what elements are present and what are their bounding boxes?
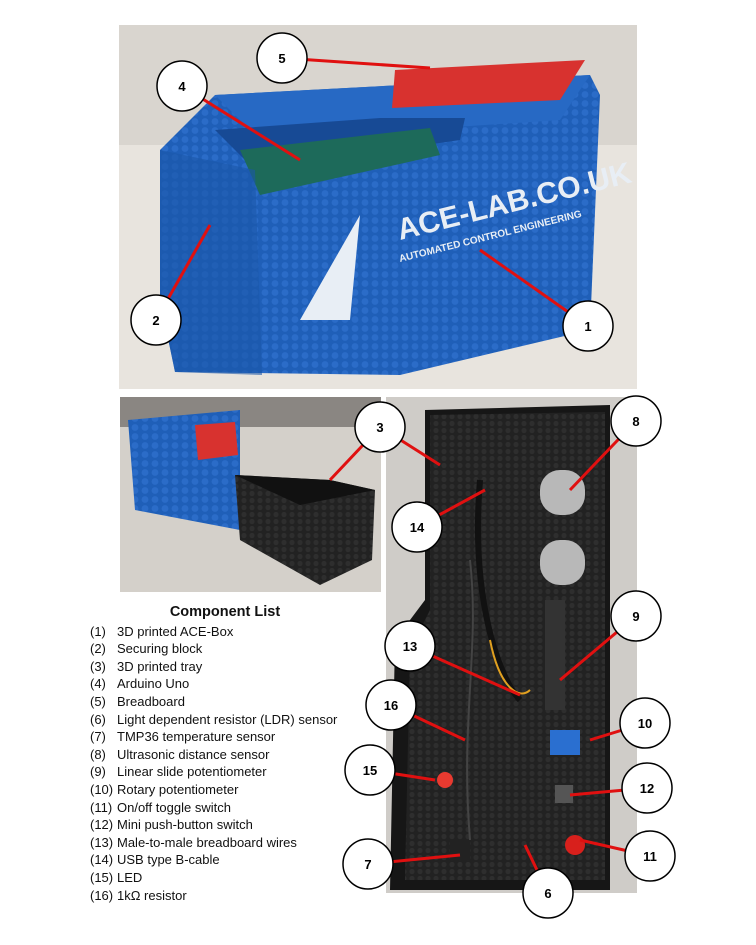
callout-10: 10 bbox=[619, 697, 671, 749]
item-number: (13) bbox=[90, 834, 114, 850]
svg-text:16: 16 bbox=[384, 698, 398, 713]
item-number: (10) bbox=[90, 781, 114, 797]
callout-9: 9 bbox=[610, 590, 662, 642]
list-item: (16)1kΩ resistor bbox=[90, 887, 350, 905]
item-number: (9) bbox=[90, 764, 106, 780]
svg-text:10: 10 bbox=[638, 716, 652, 731]
item-number: (11) bbox=[90, 799, 113, 815]
item-label: On/off toggle switch bbox=[117, 799, 231, 815]
item-number: (1) bbox=[90, 623, 106, 639]
list-item: (11)On/off toggle switch bbox=[90, 799, 350, 817]
list-item: (4) Arduino Uno bbox=[90, 675, 350, 693]
callout-6: 6 bbox=[522, 867, 574, 919]
list-item: (2) Securing block bbox=[90, 640, 350, 658]
svg-text:12: 12 bbox=[640, 781, 654, 796]
item-number: (16) bbox=[90, 887, 114, 903]
callout-5: 5 bbox=[256, 32, 308, 84]
item-label: Light dependent resistor (LDR) sensor bbox=[117, 711, 338, 727]
item-number: (3) bbox=[90, 658, 106, 674]
list-item: (7) TMP36 temperature sensor bbox=[90, 728, 350, 746]
callout-16: 16 bbox=[365, 679, 417, 731]
item-label: 1kΩ resistor bbox=[117, 887, 187, 903]
item-label: LED bbox=[117, 869, 143, 885]
svg-text:8: 8 bbox=[632, 414, 639, 429]
item-number: (6) bbox=[90, 711, 106, 727]
svg-text:3: 3 bbox=[376, 420, 383, 435]
component-list-title: Component List bbox=[169, 604, 281, 620]
component-list: Component List (1) 3D printed ACE-Box (2) S… bbox=[90, 604, 350, 904]
callout-3: 3 bbox=[354, 401, 406, 453]
callout-8: 8 bbox=[610, 395, 662, 447]
item-number: (8) bbox=[90, 746, 106, 762]
item-label: Linear slide potentiometer bbox=[117, 764, 267, 780]
callout-1: 1 bbox=[562, 300, 614, 352]
item-label: Breadboard bbox=[117, 693, 185, 709]
svg-text:7: 7 bbox=[364, 857, 371, 872]
svg-text:1: 1 bbox=[584, 319, 591, 334]
list-item: (5) Breadboard bbox=[90, 693, 350, 711]
list-item: (1) 3D printed ACE-Box bbox=[90, 623, 350, 641]
list-item: (10)Rotary potentiometer bbox=[90, 781, 350, 799]
list-item: (14)USB type B-cable bbox=[90, 851, 350, 869]
item-number: (4) bbox=[90, 676, 106, 692]
list-item: (3) 3D printed tray bbox=[90, 658, 350, 676]
ace-logo-mark bbox=[300, 215, 360, 320]
callout-7: 7 bbox=[342, 838, 394, 890]
svg-text:11: 11 bbox=[643, 849, 657, 864]
item-label: 3D printed ACE-Box bbox=[117, 623, 234, 639]
list-item: (12)Mini push-button switch bbox=[90, 816, 350, 834]
svg-text:14: 14 bbox=[410, 520, 425, 535]
list-item: (8) Ultrasonic distance sensor bbox=[90, 746, 350, 764]
item-label: Ultrasonic distance sensor bbox=[117, 746, 270, 762]
item-number: (14) bbox=[90, 852, 114, 868]
item-label: 3D printed tray bbox=[117, 658, 203, 674]
list-item: (6) Light dependent resistor (LDR) sensor bbox=[90, 711, 350, 729]
svg-text:13: 13 bbox=[403, 639, 417, 654]
svg-text:2: 2 bbox=[152, 313, 159, 328]
item-number: (7) bbox=[90, 729, 106, 745]
callout-4: 4 bbox=[156, 60, 208, 112]
item-label: Mini push-button switch bbox=[117, 817, 253, 833]
callout-14: 14 bbox=[391, 501, 443, 553]
svg-text:15: 15 bbox=[363, 763, 377, 778]
component-list-items: (1)3D printed ACE-Box(2)Securing block(3… bbox=[90, 623, 350, 905]
item-label: Securing block bbox=[117, 641, 203, 657]
item-label: TMP36 temperature sensor bbox=[117, 729, 276, 745]
item-label: USB type B-cable bbox=[117, 852, 220, 868]
photo-ace-box: ACE-LAB.CO.UK AUTOMATED CONTROL ENGINEER… bbox=[119, 25, 637, 389]
svg-text:5: 5 bbox=[278, 51, 285, 66]
callout-15: 15 bbox=[344, 744, 396, 796]
callout-13: 13 bbox=[384, 620, 436, 672]
svg-text:6: 6 bbox=[544, 886, 551, 901]
svg-text:9: 9 bbox=[632, 609, 639, 624]
callout-2: 2 bbox=[130, 294, 182, 346]
item-label: Male-to-male breadboard wires bbox=[117, 834, 297, 850]
callout-11: 11 bbox=[624, 830, 676, 882]
item-label: Rotary potentiometer bbox=[117, 781, 239, 797]
list-item: (15)LED bbox=[90, 869, 350, 887]
item-number: (5) bbox=[90, 693, 106, 709]
item-number: (12) bbox=[90, 817, 114, 833]
list-item: (13)Male-to-male breadboard wires bbox=[90, 834, 350, 852]
item-number: (15) bbox=[90, 869, 114, 885]
svg-text:4: 4 bbox=[178, 79, 186, 94]
list-item: (9) Linear slide potentiometer bbox=[90, 763, 350, 781]
callout-markers: 1 2 3 4 5 6 7 8 9 10 11 12 13 14 15 16 bbox=[130, 32, 676, 919]
item-number: (2) bbox=[90, 641, 106, 657]
photo-box-with-tray bbox=[120, 397, 381, 592]
item-label: Arduino Uno bbox=[117, 676, 190, 692]
callout-12: 12 bbox=[621, 762, 673, 814]
